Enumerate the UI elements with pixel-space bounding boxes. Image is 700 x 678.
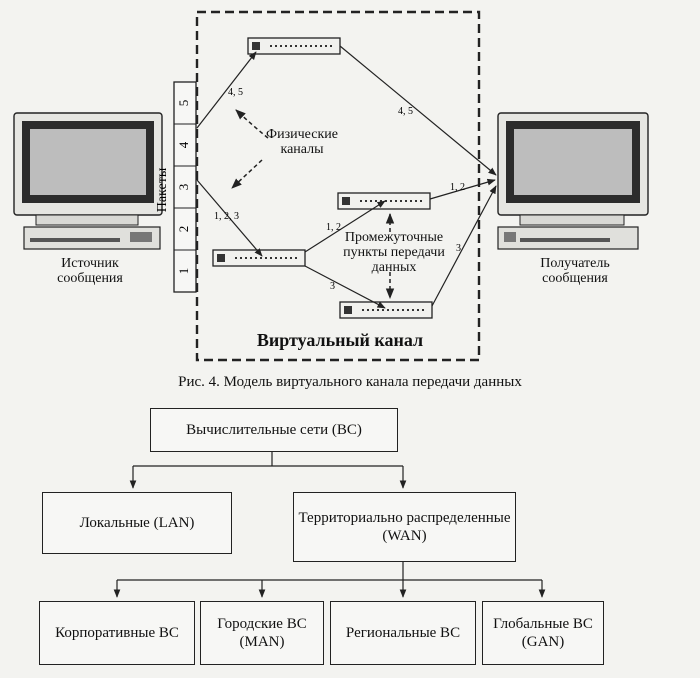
annotation-pointers — [231, 109, 395, 300]
packets-label: Пакеты — [155, 167, 170, 212]
source-computer — [13, 112, 163, 250]
packet-3: 3 — [176, 184, 191, 191]
tree-regional: Региональные ВС — [330, 601, 476, 665]
link-label-top-in: 4, 5 — [228, 87, 243, 98]
receiver-label: Получатель сообщения — [540, 256, 610, 286]
physical-links — [196, 45, 497, 309]
tree-territorial: Территориально распределенные (WAN) — [293, 492, 516, 562]
link-label-lower-out: 3 — [456, 243, 461, 254]
packet-2: 2 — [176, 226, 191, 233]
physical-channels-label: Физические каналы — [266, 127, 338, 157]
tree-corporate: Корпоративные ВС — [39, 601, 195, 665]
figure-caption: Рис. 4. Модель виртуального канала перед… — [178, 374, 522, 390]
router-bottom — [339, 301, 433, 319]
link-label-top-out: 4, 5 — [398, 106, 413, 117]
source-label: Источник сообщения — [57, 256, 123, 286]
tree-city: Городские ВС (MAN) — [200, 601, 324, 665]
tree-root: Вычислительные сети (ВС) — [150, 408, 398, 452]
intermediate-points-label: Промежуточные пункты передачи данных — [343, 230, 445, 275]
router-left — [212, 249, 306, 267]
tree-global: Глобальные ВС (GAN) — [482, 601, 604, 665]
tree-local: Локальные (LAN) — [42, 492, 232, 554]
packet-1: 1 — [176, 268, 191, 275]
packet-5: 5 — [176, 100, 191, 107]
router-top — [247, 37, 341, 55]
link-label-mid-in: 1, 2 — [326, 222, 341, 233]
link-label-mid-out: 1, 2 — [450, 182, 465, 193]
virtual-channel-frame — [195, 10, 481, 362]
link-label-lower-in: 3 — [330, 281, 335, 292]
link-label-src-lower: 1, 2, 3 — [214, 211, 239, 222]
receiver-computer — [497, 112, 649, 250]
tree-connectors — [113, 452, 546, 598]
virtual-channel-title: Виртуальный канал — [256, 330, 424, 350]
packet-stack — [173, 81, 197, 293]
packet-4: 4 — [176, 141, 191, 148]
